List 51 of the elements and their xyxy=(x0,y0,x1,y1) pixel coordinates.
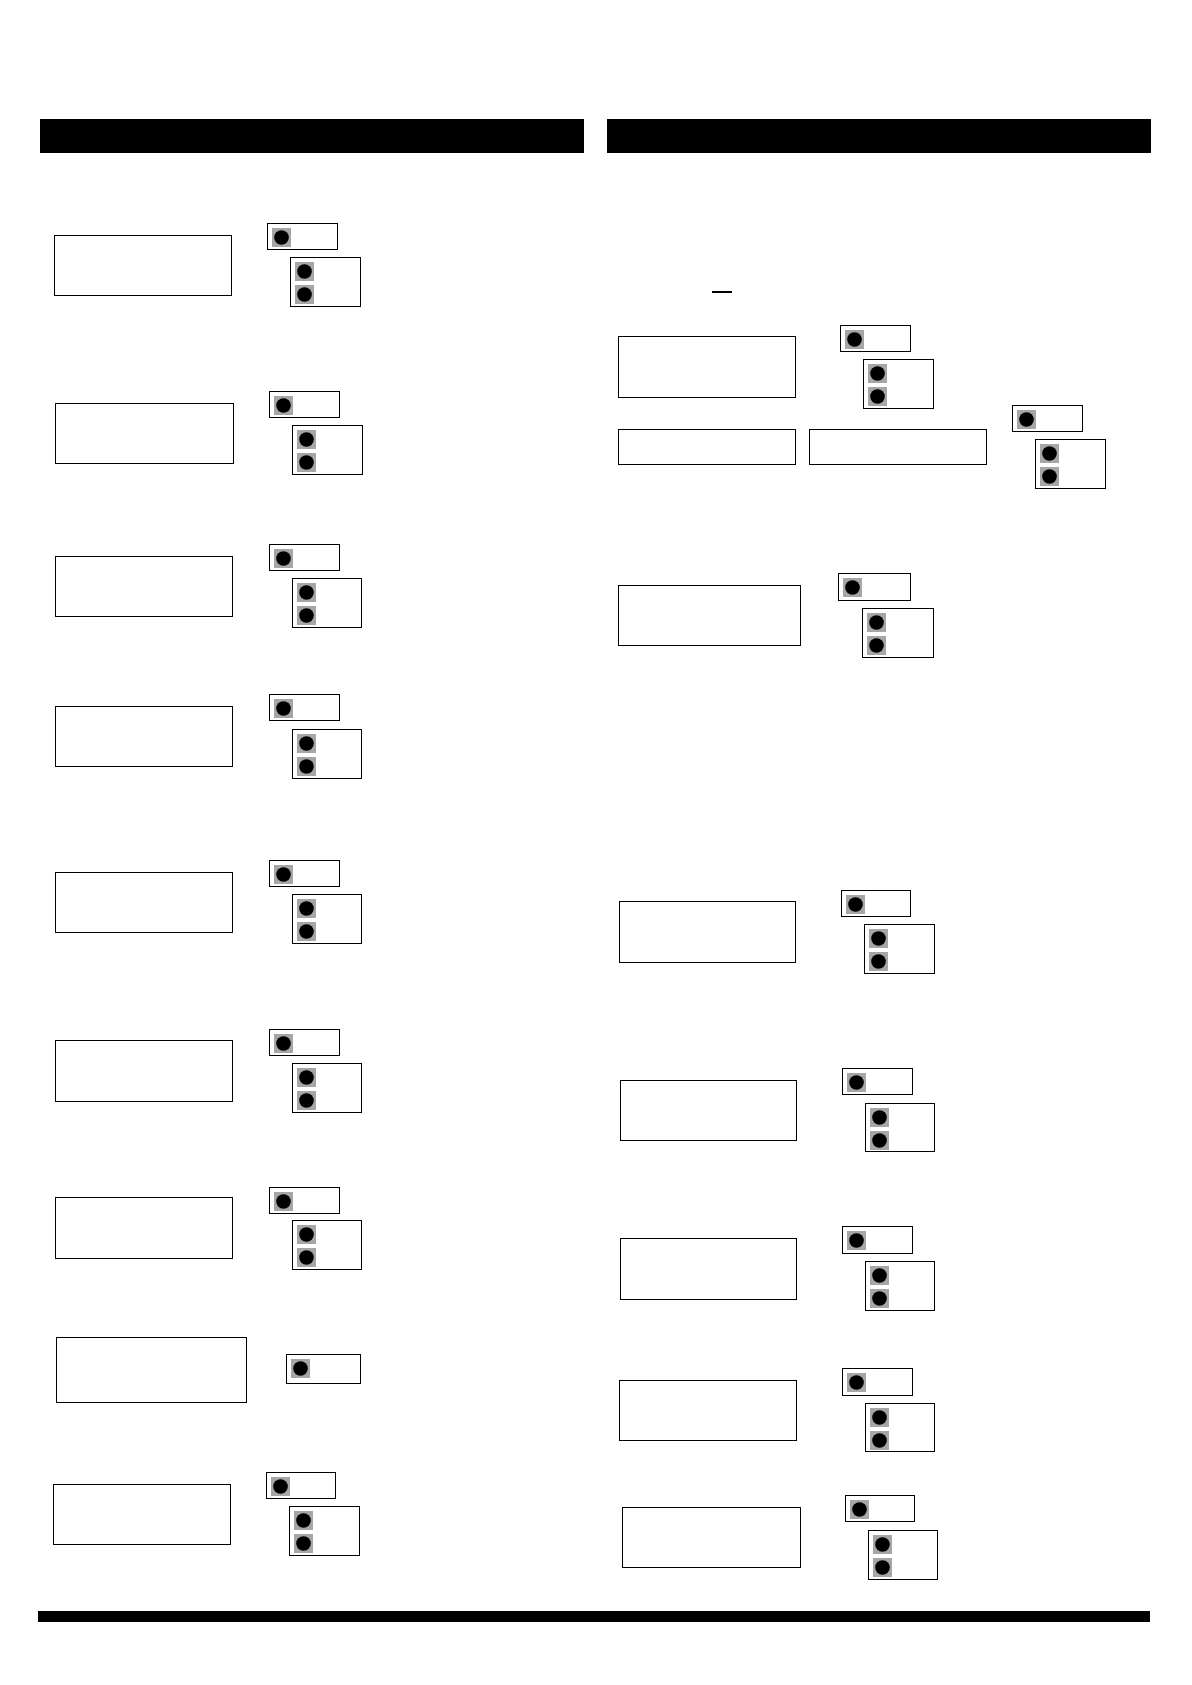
answer-box xyxy=(618,336,796,398)
option-box xyxy=(865,1103,935,1152)
option-box xyxy=(269,544,340,571)
option-box xyxy=(292,894,362,944)
answer-box xyxy=(55,403,234,464)
option-box xyxy=(868,1530,938,1580)
answer-box xyxy=(622,1507,801,1568)
option-box xyxy=(862,608,934,658)
option-box xyxy=(841,890,911,917)
option-box xyxy=(269,1187,340,1214)
option-box xyxy=(289,1506,360,1556)
option-box xyxy=(838,573,911,601)
answer-box xyxy=(56,1337,247,1403)
answer-box xyxy=(619,901,796,963)
answer-box xyxy=(55,706,233,767)
option-box xyxy=(865,1403,935,1452)
option-box xyxy=(269,694,340,721)
answer-box xyxy=(55,1197,233,1259)
option-box xyxy=(292,1220,362,1270)
option-box xyxy=(292,425,363,475)
answer-box xyxy=(809,429,987,465)
option-box xyxy=(266,1472,336,1499)
answer-box xyxy=(55,556,233,617)
option-box xyxy=(1012,405,1083,432)
option-box xyxy=(269,860,340,887)
option-box xyxy=(292,578,362,628)
answer-box xyxy=(619,1380,797,1441)
option-box xyxy=(292,729,362,779)
answer-box xyxy=(618,585,801,646)
option-box xyxy=(863,359,934,409)
option-box xyxy=(864,924,935,974)
option-box xyxy=(842,1068,913,1095)
answer-box xyxy=(54,235,232,296)
answer-box xyxy=(55,1040,233,1102)
option-box xyxy=(286,1354,361,1384)
option-box xyxy=(269,391,340,418)
option-box xyxy=(267,223,338,250)
answer-box xyxy=(620,1080,797,1141)
option-box xyxy=(840,325,911,352)
answer-box xyxy=(53,1484,231,1545)
option-box xyxy=(842,1226,913,1254)
option-box xyxy=(292,1063,362,1113)
answer-box xyxy=(620,1238,797,1300)
option-box xyxy=(269,1029,340,1056)
option-box xyxy=(1035,439,1106,489)
answer-box xyxy=(55,872,233,933)
option-box xyxy=(845,1495,915,1522)
option-box xyxy=(865,1261,935,1311)
option-box xyxy=(290,257,361,307)
option-box xyxy=(842,1368,913,1396)
answer-box xyxy=(618,429,796,465)
